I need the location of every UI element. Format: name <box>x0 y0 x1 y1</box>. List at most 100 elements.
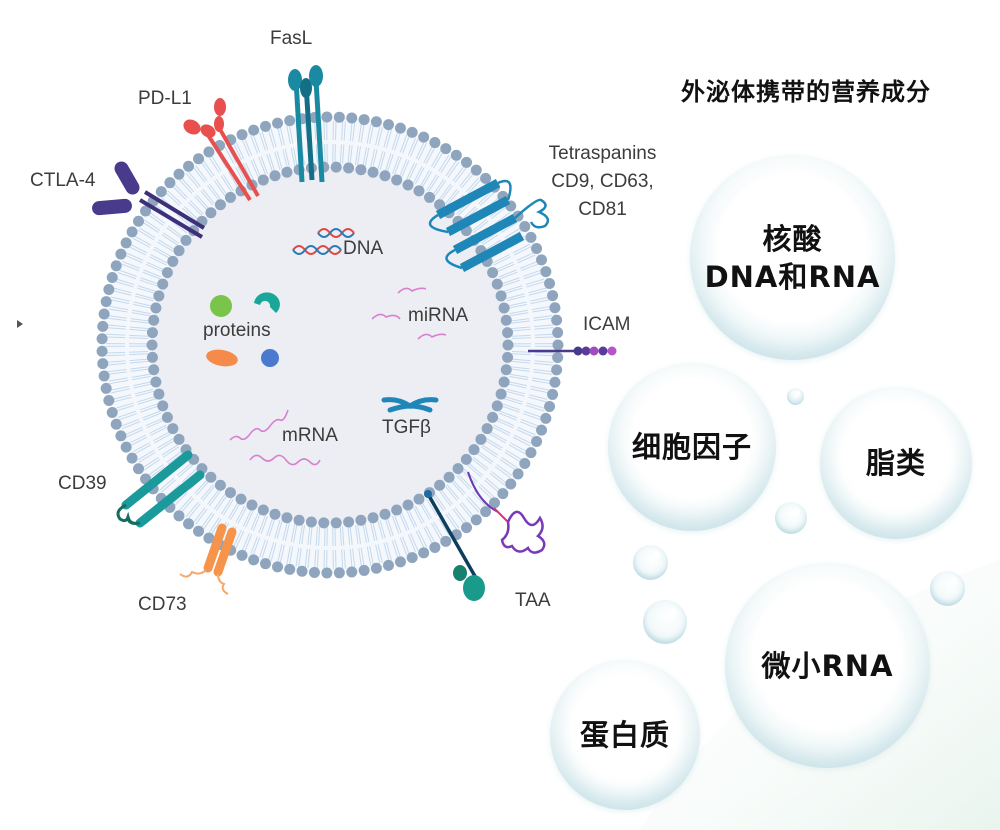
lipid-tail <box>347 144 351 164</box>
lipid-tail <box>220 175 232 193</box>
lipid-tail <box>161 444 179 456</box>
lipid-tail <box>503 398 523 405</box>
lipid-tail <box>407 534 417 553</box>
bubble-nucleic-acid-line2: DNA和RNA <box>704 259 881 294</box>
lipid-tail <box>364 523 370 543</box>
lipid-tail <box>189 200 204 215</box>
lipid-head <box>450 149 462 161</box>
lipid-head <box>470 164 482 176</box>
lipid-head <box>461 522 473 534</box>
lipid-tail <box>230 502 241 520</box>
lipid-tail <box>107 368 127 373</box>
lipid-tail <box>109 379 129 385</box>
lipid-tail <box>379 151 386 171</box>
lipid-head <box>358 114 370 126</box>
lipid-tail <box>130 368 150 372</box>
bubble-protein: 蛋白质 <box>550 660 700 810</box>
lipid-tail <box>290 147 296 167</box>
lipid-head <box>330 517 342 529</box>
lipid-tail <box>209 183 222 200</box>
lipid-tail <box>511 353 531 356</box>
lipid-tail <box>511 360 531 364</box>
lipid-tail <box>504 227 522 239</box>
lipid-tail <box>516 252 535 261</box>
lipid-tail <box>358 547 362 567</box>
pdl1-protein-icon <box>183 98 260 202</box>
lipid-tail <box>260 515 269 534</box>
lipid-tail <box>307 525 311 545</box>
lipid-tail <box>355 145 359 165</box>
lipid-tail <box>167 225 184 238</box>
lipid-tail <box>384 153 392 172</box>
bubble-nucleic-acid-text: 核酸 DNA和RNA <box>705 220 881 296</box>
lipid-tail <box>496 464 513 476</box>
lipid-tail <box>481 234 499 246</box>
lipid-tail <box>440 489 453 505</box>
lipid-head <box>475 433 487 445</box>
lipid-tail <box>341 549 344 569</box>
label-tgfb: TGFβ <box>382 417 431 438</box>
lipid-head <box>98 370 110 382</box>
lipid-tail <box>307 548 311 568</box>
lipid-tail <box>506 388 526 395</box>
lipid-head <box>413 493 425 505</box>
lipid-head <box>180 234 192 246</box>
lipid-head <box>502 339 514 351</box>
lipid-tail <box>133 301 153 307</box>
lipid-tail <box>394 132 401 151</box>
label-cd73: CD73 <box>138 594 187 615</box>
label-tetraspanins: Tetraspanins CD9, CD63, CD81 <box>530 140 675 224</box>
lipid-tail <box>484 479 500 493</box>
lipid-head <box>257 174 269 186</box>
lipid-tail <box>149 466 166 479</box>
lipid-tail <box>166 227 183 240</box>
icam-protein-icon <box>528 346 617 356</box>
lipid-tail <box>143 412 162 421</box>
lipid-tail <box>385 541 393 561</box>
lipid-tail <box>111 296 130 302</box>
label-pd-l1: PD-L1 <box>138 88 192 109</box>
lipid-tail <box>135 293 155 300</box>
lipid-tail <box>520 263 539 272</box>
lipid-head <box>126 226 138 238</box>
lipid-head <box>500 314 512 326</box>
lipid-tail <box>122 421 141 430</box>
lipid-head <box>540 412 552 424</box>
lipid-head <box>236 129 248 141</box>
lipid-head <box>110 418 122 430</box>
lipid-tail <box>384 518 392 537</box>
lipid-tail <box>182 207 197 222</box>
lipid-tail <box>370 148 376 168</box>
lipid-tail <box>415 530 425 549</box>
lipid-tail <box>258 515 267 534</box>
membrane-proteins <box>92 65 617 601</box>
lipid-tail <box>237 166 248 184</box>
lipid-tail <box>494 466 511 479</box>
lipid-head <box>394 122 406 134</box>
lipid-tail <box>200 512 213 529</box>
lipid-head <box>148 314 160 326</box>
lipid-tail <box>502 403 521 411</box>
lipid-tail <box>314 121 317 141</box>
lipid-tail <box>250 135 258 154</box>
lipid-head <box>103 394 115 406</box>
bubble-protein-text: 蛋白质 <box>579 718 670 752</box>
lipid-tail <box>210 518 222 536</box>
lipid-tail <box>478 485 493 500</box>
lipid-head <box>470 514 482 526</box>
lipid-head <box>110 260 122 272</box>
lipid-tail <box>366 124 372 144</box>
lipid-head <box>434 199 446 211</box>
lipid-head <box>157 278 169 290</box>
lipid-tail <box>134 235 152 246</box>
label-dna: DNA <box>343 238 384 259</box>
page-title: 外泌体携带的营养成分 <box>681 78 931 106</box>
lipid-tail <box>412 506 423 524</box>
lipid-tail <box>467 496 482 511</box>
lipid-tail <box>530 388 549 394</box>
lipid-head <box>173 168 185 180</box>
lipid-tail <box>533 368 553 373</box>
lipid-head <box>183 160 195 172</box>
lipid-tail <box>220 497 232 515</box>
lipid-tail <box>213 180 226 197</box>
